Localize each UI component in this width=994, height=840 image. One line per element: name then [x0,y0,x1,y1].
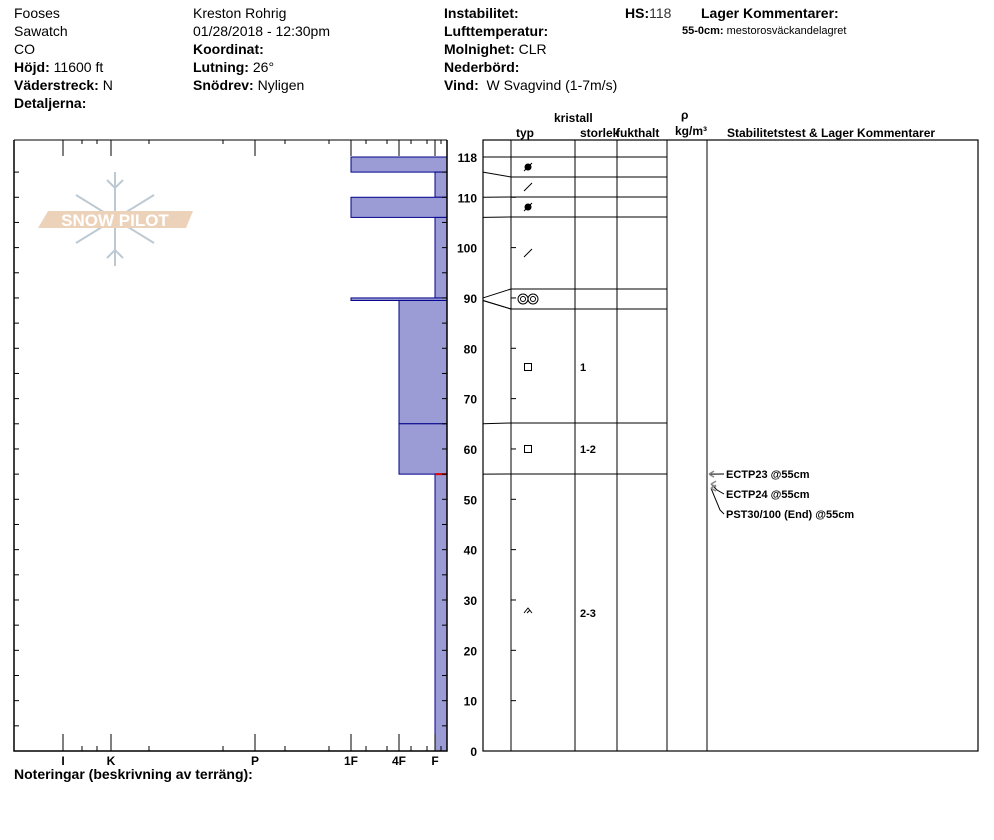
arrow-icon [710,480,717,488]
layer-comment-text: mestorosväckandelagret [726,25,847,37]
hardness-bar [434,473,448,752]
grain-size: 1 [580,362,586,374]
slope: Lutning: 26° [193,58,274,76]
elevation: Höjd: 11600 ft [14,58,103,76]
stability-test-leader [710,487,725,515]
hardness-bar [398,423,448,475]
height-label: 40 [464,544,478,558]
slope-value: 26° [252,59,275,75]
height-label: 30 [464,594,478,608]
col-moisture: fukthalt [616,126,660,140]
hs-value: 118 [649,5,672,21]
stability-test-label: ECTP24 @55cm [726,489,810,501]
layer-connector [482,288,512,299]
layer-comment: 55-0cm: mestorosväckandelagret [682,22,846,40]
snowpilot-logo: SNOW PILOT [38,172,193,266]
melt-cluster-icon [530,296,536,302]
melt-cluster-icon [517,293,529,305]
wind-loading-label: Snödrev: [193,77,254,93]
height-label: 100 [457,242,477,256]
slope-label: Lutning: [193,59,249,75]
hardness-tick-label: F [431,754,438,768]
elevation-value: 11600 ft [53,59,104,75]
hs-label: HS: [625,5,650,21]
hardness-bar [398,299,448,425]
wind-value: W Svagvind (1-7m/s) [486,77,618,93]
wind: Vind: W Svagvind (1-7m/s) [444,76,617,94]
col-rho: ρ [681,108,689,122]
arrow-icon [708,470,715,478]
faceted-grain-icon [524,363,532,371]
details-label: Detaljerna: [14,95,87,111]
wind-label: Vind: [444,77,479,93]
hardness-tick-label: 1F [344,754,358,768]
layer-table-frame [482,139,979,752]
hs: HS:118 [625,4,671,22]
col-comments: Stabilitetstest & Lager Kommentarer [727,126,936,140]
col-size: storlek [580,126,620,140]
hardness-bar [434,171,448,198]
melt-cluster-icon [527,293,539,305]
col-density: kg/m³ [675,124,708,138]
state: CO [14,41,35,57]
hardness-tick-label: K [107,754,116,768]
hardness-tick-label: P [251,754,259,768]
instability-label: Instabilitet: [444,5,519,21]
layer-connector [482,299,512,310]
logo-text: SNOW PILOT [61,211,169,230]
layer-comment-range: 55-0cm: [682,25,724,37]
stability-test-label: PST30/100 (End) @55cm [726,509,854,521]
height-label: 90 [464,292,478,306]
wind-loading: Snödrev: Nyligen [193,76,304,94]
height-label: 20 [464,644,478,658]
coordinate-label: Koordinat: [193,41,264,57]
hardness-tick-label: 4F [392,754,406,768]
observer: Kreston Rohrig [193,5,287,21]
hardness-bar [350,156,448,173]
decomposing-grain-icon [523,248,533,258]
aspect: Väderstreck: N [14,76,113,94]
depth-hoar-icon [523,607,533,614]
height-label: 50 [464,493,478,507]
col-crystal: kristall [554,111,593,125]
wind-loading-value: Nyligen [257,77,305,93]
height-label: 10 [464,695,478,709]
hardness-tick-label: I [61,754,64,768]
grain-size: 2-3 [580,608,596,620]
height-label: 60 [464,443,478,457]
height-label: 118 [458,151,478,165]
stability-test-label: ECTP23 @55cm [726,469,810,481]
notes-label: Noteringar (beskrivning av terräng): [14,766,253,782]
air-temp-label: Lufttemperatur: [444,23,549,39]
datetime: 01/28/2018 - 12:30pm [193,23,330,39]
aspect-label: Väderstreck: [14,77,99,93]
precip-label: Nederbörd: [444,59,520,75]
grain-size: 1-2 [580,444,596,456]
elevation-label: Höjd: [14,59,50,75]
height-label: 0 [470,745,477,759]
decomposing-grain-icon [523,182,533,192]
layer-connector [482,171,512,178]
arrow-icon [710,484,717,492]
height-label: 110 [458,191,478,205]
sky-value: CLR [518,41,547,57]
layer-connector [482,422,512,425]
hardness-axis-frame [13,140,448,752]
sky-label: Molnighet: [444,41,515,57]
height-label: 80 [464,342,478,356]
hardness-bar [434,216,448,299]
rounded-grain-icon [523,202,533,212]
hardness-bar [350,196,448,218]
aspect-value: N [102,77,113,93]
location: Fooses [14,5,60,21]
faceted-grain-icon [524,445,532,453]
melt-cluster-icon [520,296,526,302]
height-label: 70 [464,393,478,407]
range: Sawatch [14,23,68,39]
rounded-grain-icon [523,162,533,172]
layer-comments-label: Lager Kommentarer: [701,5,839,21]
sky: Molnighet: CLR [444,40,547,58]
col-type: typ [516,126,534,140]
